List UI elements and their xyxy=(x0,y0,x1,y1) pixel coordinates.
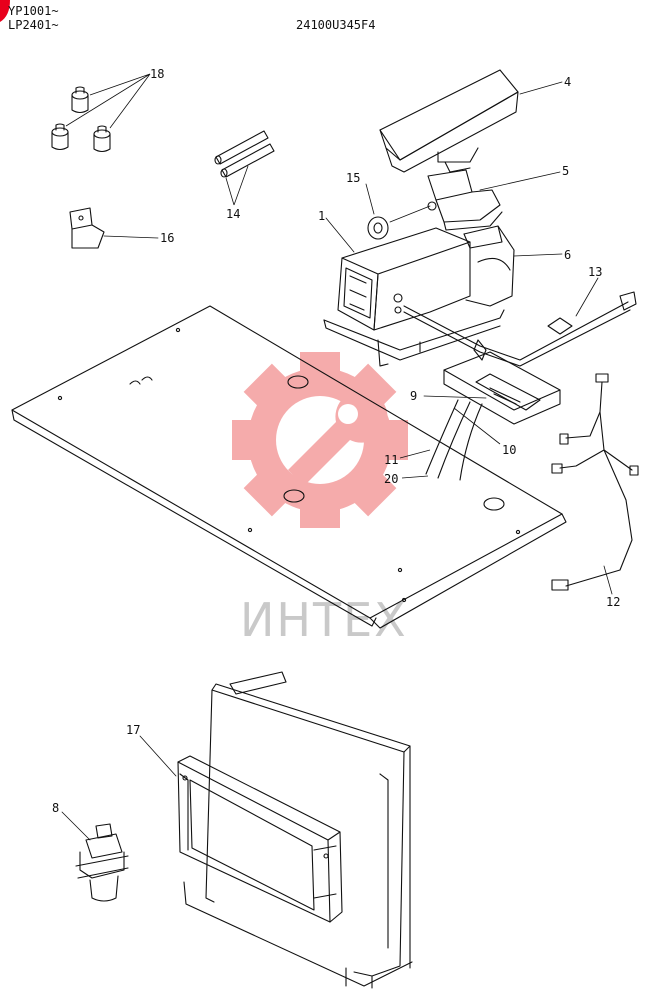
callout-16: 16 xyxy=(160,231,174,245)
drawing-number: 24100U345F4 xyxy=(296,18,375,32)
watermark-text: ИНТЕХ xyxy=(240,593,408,647)
callout-4: 4 xyxy=(564,75,571,89)
part-6-blower xyxy=(463,225,563,307)
callout-17: 17 xyxy=(126,723,140,737)
callout-18: 18 xyxy=(150,67,164,81)
watermark-gear xyxy=(232,352,408,528)
callout-labels: 18 4 5 15 14 1 16 6 13 9 10 11 20 12 17 … xyxy=(52,67,620,815)
radiator-shroud xyxy=(183,671,413,989)
part-13-pipe xyxy=(403,277,637,367)
callout-6: 6 xyxy=(564,248,571,262)
part-4-cover xyxy=(379,69,563,173)
corner-mark xyxy=(0,0,10,22)
part-10-cables xyxy=(399,399,501,481)
floor-plate xyxy=(11,305,567,629)
callout-8: 8 xyxy=(52,801,59,815)
serial-range-1: YP1001~ xyxy=(8,4,59,18)
callout-14: 14 xyxy=(226,207,240,221)
callout-1: 1 xyxy=(318,209,325,223)
callout-12: 12 xyxy=(606,595,620,609)
part-1-heater-unit xyxy=(323,217,505,367)
callout-5: 5 xyxy=(562,164,569,178)
part-9-control-panel xyxy=(423,351,561,425)
serial-range-2: LP2401~ xyxy=(8,18,59,32)
callout-20: 20 xyxy=(384,472,398,486)
callout-11: 11 xyxy=(384,453,398,467)
part-18-caps xyxy=(51,73,151,153)
part-15-washer xyxy=(365,183,431,240)
part-12-harness xyxy=(551,373,639,595)
part-14-pipes xyxy=(214,130,275,206)
part-17-oil-cooler xyxy=(139,735,343,923)
part-16-bracket xyxy=(69,207,159,249)
callout-10: 10 xyxy=(502,443,516,457)
callout-15: 15 xyxy=(346,171,360,185)
part-8-filter xyxy=(61,811,129,902)
part-5-duct xyxy=(427,169,561,231)
callout-9: 9 xyxy=(410,389,417,403)
callout-13: 13 xyxy=(588,265,602,279)
